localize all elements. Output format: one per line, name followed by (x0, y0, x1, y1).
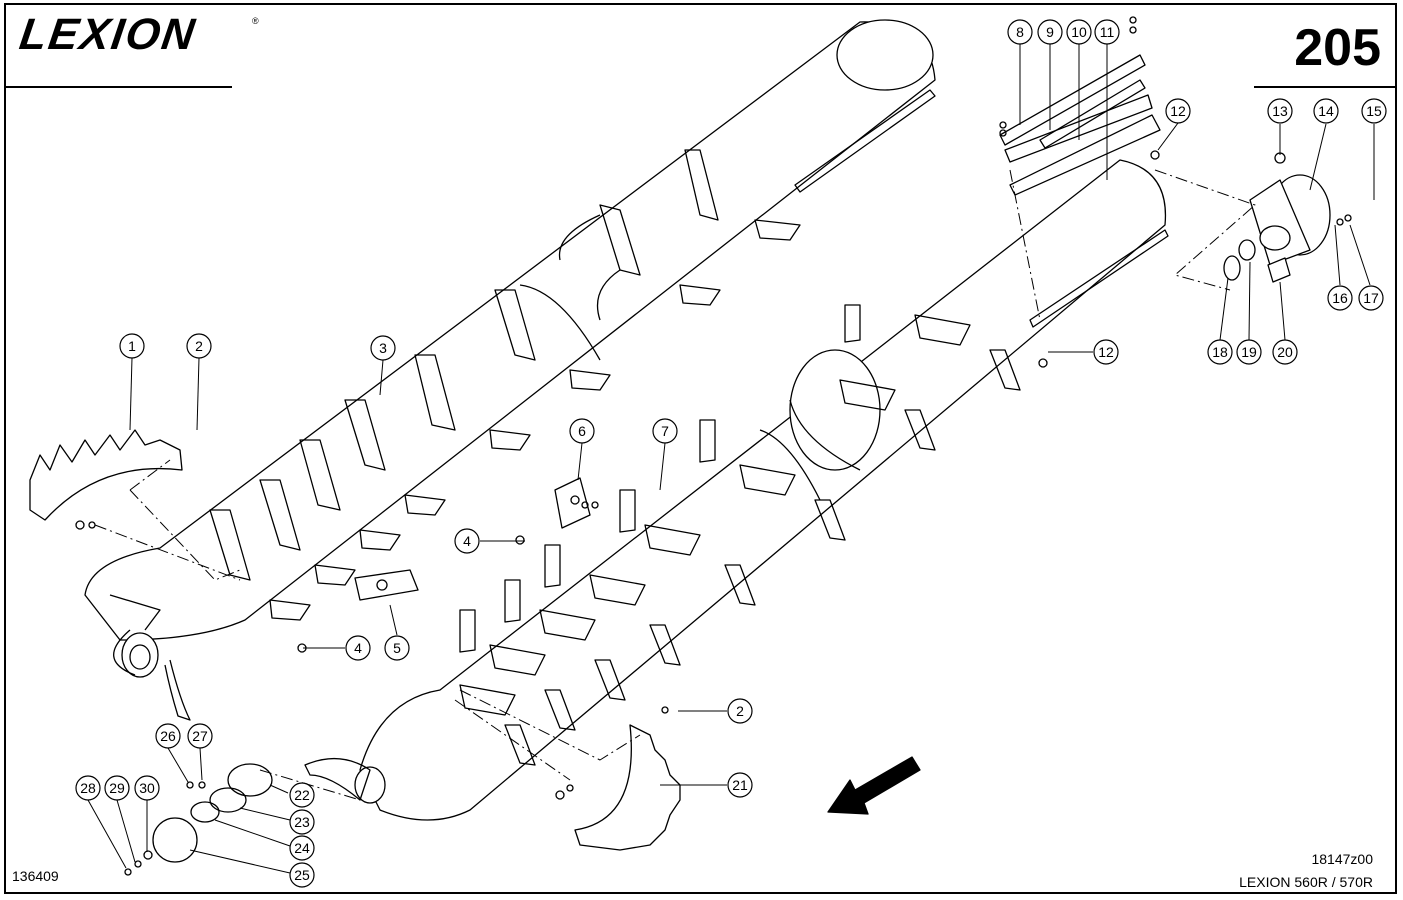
callout-13: 13 (1267, 98, 1293, 124)
callout-label: 16 (1332, 290, 1348, 306)
bushing-part-20 (1267, 257, 1291, 283)
callout-label: 10 (1071, 24, 1087, 40)
callout-2: 2 (186, 333, 212, 359)
registered-mark: ® (252, 16, 259, 26)
lower-auger-shaft (304, 159, 1169, 821)
page-number-underline (1254, 86, 1396, 88)
callout-label: 14 (1318, 103, 1334, 119)
callout-label: 1 (128, 338, 136, 354)
callout-19: 19 (1236, 339, 1262, 365)
housing-part-25 (152, 817, 198, 863)
callout-label: 4 (354, 640, 362, 656)
callout-label: 11 (1100, 24, 1115, 40)
callout-4: 4 (345, 635, 371, 661)
callout-label: 2 (195, 338, 203, 354)
drawing-frame (4, 3, 1397, 894)
callout-21: 21 (727, 772, 753, 798)
serrated-blade-left (29, 429, 183, 521)
flange-hub-part-14 (1249, 174, 1331, 266)
drawing-number: 18147z00 (1311, 851, 1373, 867)
ring-part-19 (1238, 239, 1256, 261)
callout-label: 23 (294, 814, 310, 830)
ring-part-18 (1223, 255, 1241, 281)
callout-30: 30 (134, 775, 160, 801)
callout-12: 12 (1093, 339, 1119, 365)
callout-label: 30 (139, 780, 155, 796)
upper-auger-paddles (209, 149, 801, 621)
logo-underline (6, 86, 232, 88)
callout-label: 2 (736, 703, 744, 719)
callout-label: 22 (294, 787, 310, 803)
callout-23: 23 (289, 809, 315, 835)
callout-1: 1 (119, 333, 145, 359)
callout-6: 6 (569, 418, 595, 444)
callout-leaders (87, 44, 1375, 874)
callout-26: 26 (155, 723, 181, 749)
callout-label: 25 (294, 867, 310, 883)
callout-22: 22 (289, 782, 315, 808)
callout-4: 4 (454, 528, 480, 554)
callout-label: 20 (1277, 344, 1293, 360)
callout-label: 15 (1366, 103, 1382, 119)
callout-label: 8 (1016, 24, 1024, 40)
assembly-lines (94, 169, 1256, 801)
callout-3: 3 (370, 335, 396, 361)
callout-label: 5 (393, 640, 401, 656)
callout-12: 12 (1165, 98, 1191, 124)
callout-11: 11 (1094, 19, 1120, 45)
callout-label: 26 (160, 728, 176, 744)
callout-label: 12 (1170, 103, 1186, 119)
callout-label: 9 (1046, 24, 1054, 40)
callout-label: 28 (80, 780, 96, 796)
callout-label: 19 (1241, 344, 1257, 360)
reference-number: 136409 (12, 868, 59, 884)
callout-label: 7 (661, 423, 669, 439)
callout-24: 24 (289, 835, 315, 861)
callout-5: 5 (384, 635, 410, 661)
callout-label: 13 (1272, 103, 1288, 119)
callout-label: 3 (379, 340, 387, 356)
upper-auger-shaft (84, 19, 936, 721)
callout-label: 21 (732, 777, 748, 793)
callout-18: 18 (1207, 339, 1233, 365)
callout-label: 6 (578, 423, 586, 439)
callout-8: 8 (1007, 19, 1033, 45)
callout-20: 20 (1272, 339, 1298, 365)
callout-label: 18 (1212, 344, 1228, 360)
callout-label: 17 (1363, 290, 1379, 306)
callout-15: 15 (1361, 98, 1387, 124)
ring-part-23 (209, 787, 247, 813)
callout-2: 2 (727, 698, 753, 724)
lower-auger-paddles (459, 304, 1021, 766)
callout-28: 28 (75, 775, 101, 801)
callout-label: 27 (192, 728, 208, 744)
callout-10: 10 (1066, 19, 1092, 45)
ring-part-24 (190, 801, 220, 823)
callout-9: 9 (1037, 19, 1063, 45)
callout-label: 24 (294, 840, 310, 856)
callout-29: 29 (104, 775, 130, 801)
callout-label: 4 (463, 533, 471, 549)
bearing-part-22 (227, 763, 273, 797)
callout-7: 7 (652, 418, 678, 444)
callout-25: 25 (289, 862, 315, 888)
callout-16: 16 (1327, 285, 1353, 311)
direction-arrow (827, 756, 921, 815)
model-label: LEXION 560R / 570R (1239, 874, 1373, 890)
page-number: 205 (1294, 19, 1381, 77)
callout-27: 27 (187, 723, 213, 749)
callout-17: 17 (1358, 285, 1384, 311)
serrated-blade-right (574, 724, 681, 851)
callout-label: 29 (109, 780, 125, 796)
callout-14: 14 (1313, 98, 1339, 124)
callout-label: 12 (1098, 344, 1114, 360)
